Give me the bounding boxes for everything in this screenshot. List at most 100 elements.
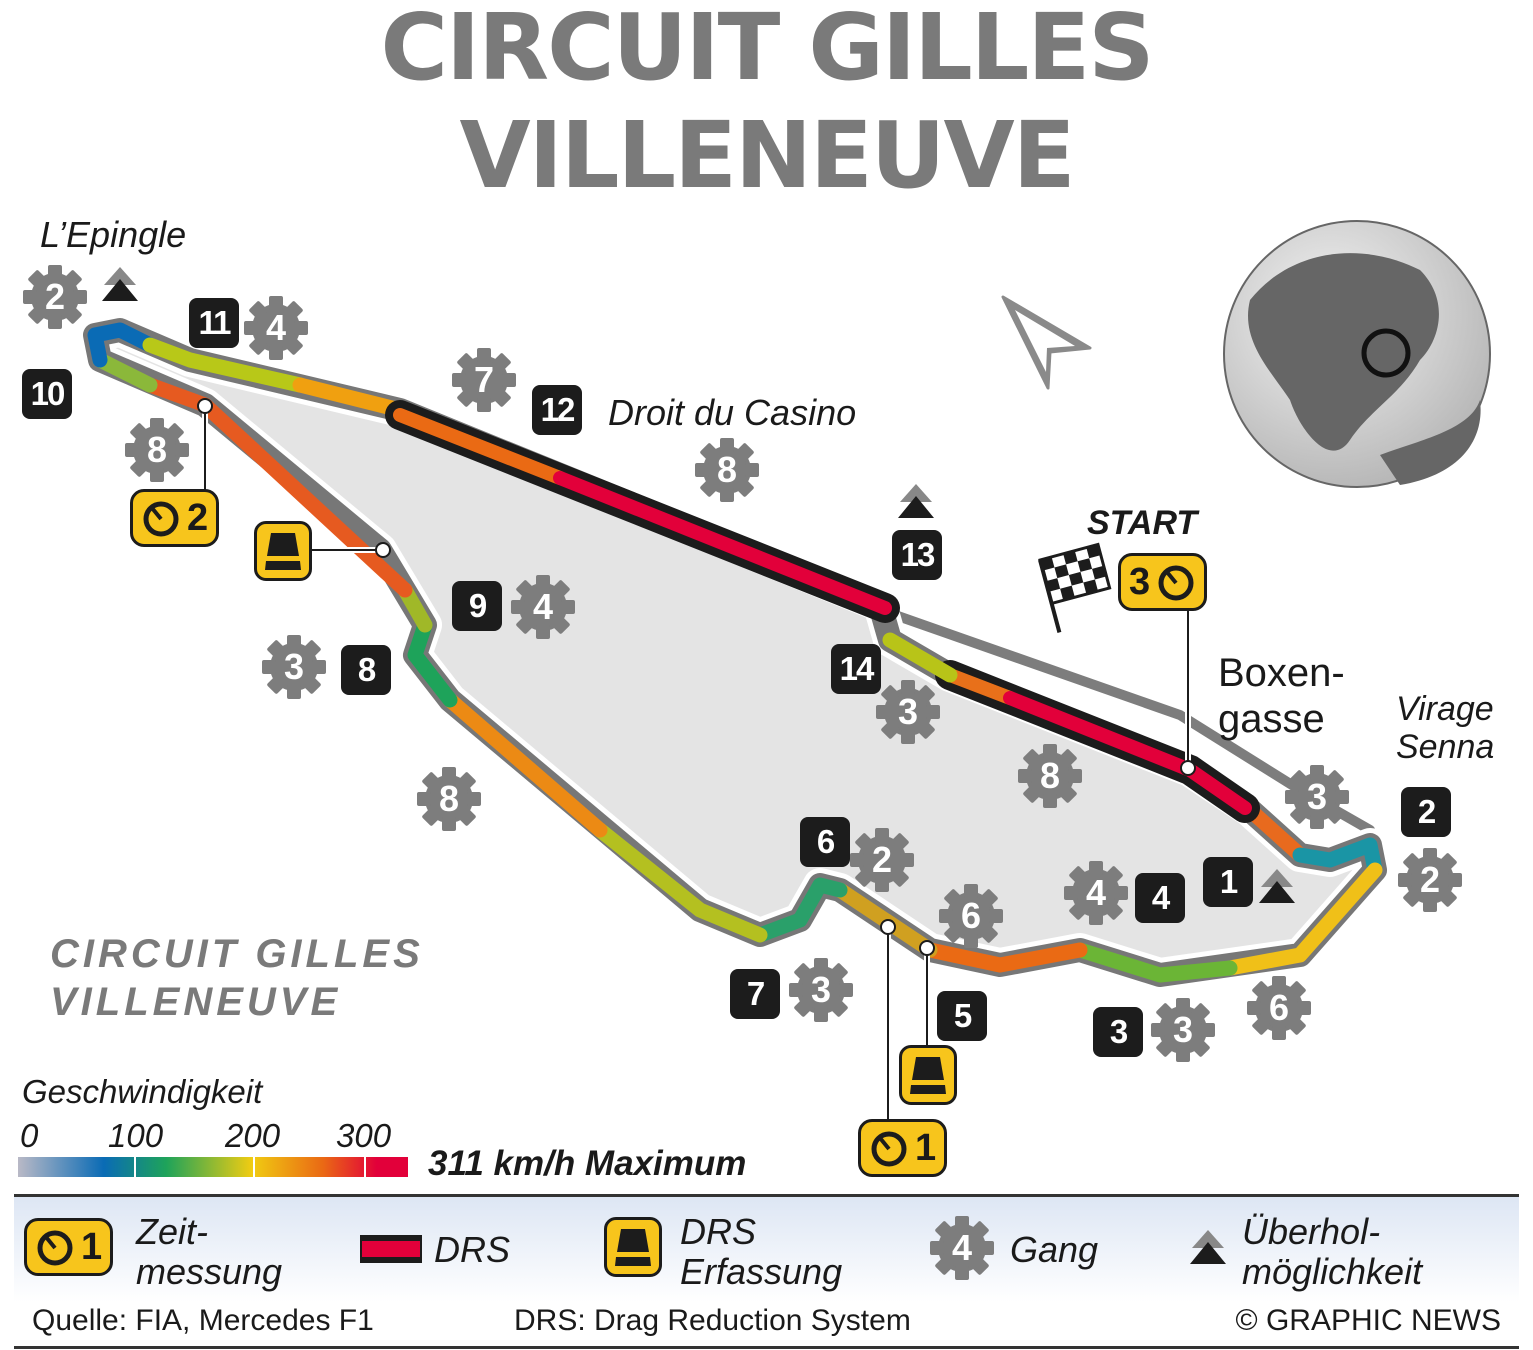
gear-icon: 2 — [1397, 847, 1463, 913]
timing-sector-2: 2 — [130, 489, 220, 547]
stopwatch-icon — [871, 1131, 907, 1167]
timing-sector-3: 3 — [1118, 553, 1208, 611]
north-arrow-icon — [1001, 295, 1092, 390]
turn-number: 13 — [892, 530, 942, 580]
gear-icon: 8 — [1017, 743, 1083, 809]
gear-icon: 4 — [243, 295, 309, 361]
gear-icon: 8 — [124, 417, 190, 483]
senna-label-1: Virage — [1396, 690, 1494, 728]
turn-number: 2 — [1401, 787, 1451, 837]
gear-icon: 4 — [510, 574, 576, 640]
gear-icon: 3 — [1284, 764, 1350, 830]
source-text: Quelle: FIA, Mercedes F1 — [32, 1304, 374, 1337]
speed-color-bar — [18, 1157, 408, 1177]
drs-detection-icon — [899, 1045, 957, 1105]
turn-number: 7 — [730, 969, 780, 1019]
legend-drs-icon — [360, 1235, 422, 1263]
timing-number: 2 — [187, 496, 209, 539]
gear-icon: 2 — [22, 264, 88, 330]
legend-drs-label: DRS — [434, 1229, 511, 1270]
gear-icon: 3 — [788, 957, 854, 1023]
gear-number: 8 — [716, 449, 738, 490]
timing-number: 1 — [915, 1126, 937, 1169]
legend-timing-l2: messung — [136, 1251, 283, 1292]
divider — [14, 1346, 1519, 1349]
gear-icon: 8 — [694, 437, 760, 503]
turn-number: 4 — [1135, 873, 1185, 923]
stopwatch-icon — [37, 1230, 73, 1266]
senna-label-2: Senna — [1396, 728, 1495, 766]
gear-number: 6 — [960, 895, 982, 936]
drs-detection-icon — [254, 521, 312, 581]
legend-timing-number: 1 — [81, 1225, 103, 1268]
gear-number: 4 — [1085, 872, 1107, 913]
subtitle-2: VILLENEUVE — [50, 980, 342, 1024]
gear-number: 3 — [897, 691, 919, 732]
gear-number: 3 — [1306, 776, 1328, 817]
gear-icon: 8 — [416, 766, 482, 832]
legend — [14, 1194, 1519, 1302]
credit: © GRAPHIC NEWS — [1235, 1304, 1501, 1337]
stopwatch-icon — [143, 501, 179, 537]
gear-number: 3 — [283, 646, 305, 687]
overtaking-icon — [1259, 869, 1295, 903]
stopwatch-icon — [1158, 565, 1194, 601]
gear-number: 7 — [473, 359, 495, 400]
overtaking-icon — [898, 484, 934, 518]
turn-number: 10 — [22, 369, 72, 419]
gear-number: 8 — [146, 429, 168, 470]
legend-timing-l1: Zeit- — [136, 1211, 208, 1252]
turn-number: 1 — [1203, 857, 1253, 907]
drs-note: DRS: Drag Reduction System — [514, 1304, 911, 1337]
turn-number: 6 — [800, 817, 850, 867]
gear-icon: 6 — [938, 883, 1004, 949]
marker-lines — [197, 398, 1196, 1120]
gear-number: 3 — [1172, 1009, 1194, 1050]
legend-drs-detection-icon — [604, 1217, 662, 1277]
subtitle-1: CIRCUIT GILLES — [50, 932, 424, 976]
infield — [110, 345, 1370, 975]
gear-number: 4 — [532, 586, 554, 627]
legend-timing-icon: 1 — [24, 1218, 114, 1276]
timing-number: 3 — [1129, 560, 1151, 603]
checkered-flag-icon — [1038, 542, 1112, 633]
turn-number: 3 — [1093, 1007, 1143, 1057]
speed-tick: 100 — [108, 1117, 164, 1154]
start-label: START — [1087, 504, 1198, 542]
gear-number: 2 — [871, 839, 893, 880]
turn-number: 8 — [341, 645, 391, 695]
gear-number: 8 — [438, 778, 460, 819]
legend-over-l2: möglichkeit — [1242, 1251, 1423, 1292]
speed-tick: 0 — [20, 1117, 39, 1154]
gear-icon: 4 — [1063, 860, 1129, 926]
legend-timing-label: Zeit-messung — [136, 1212, 282, 1292]
turn-number: 12 — [532, 385, 582, 435]
pit-lane-label-2: gasse — [1218, 697, 1325, 741]
pit-lane-label: Boxen-gasse — [1218, 650, 1345, 742]
max-speed: 311 km/h Maximum — [428, 1144, 747, 1183]
gear-number: 4 — [265, 307, 287, 348]
gear-icon: 2 — [849, 827, 915, 893]
turn-number: 9 — [452, 581, 502, 631]
gear-icon: 3 — [875, 679, 941, 745]
corner-label-casino: Droit du Casino — [608, 392, 857, 433]
gear-number: 2 — [1419, 859, 1441, 900]
legend-gear-icon: 4 — [929, 1215, 995, 1281]
overtaking-icon — [102, 267, 138, 301]
speed-scale-title: Geschwindigkeit — [22, 1073, 263, 1110]
legend-overtaking-icon — [1190, 1230, 1226, 1264]
gear-number: 2 — [44, 276, 66, 317]
legend-drsd-l1: DRS — [680, 1211, 757, 1252]
timing-sector-1: 1 — [858, 1119, 948, 1177]
gear-icon: 3 — [261, 634, 327, 700]
turn-number: 14 — [831, 644, 881, 694]
legend-overtaking-label: Überhol-möglichkeit — [1242, 1212, 1422, 1292]
legend-drsd-l2: Erfassung — [680, 1251, 843, 1292]
title-line-2: VILLENEUVE — [459, 102, 1075, 209]
speed-tick: 300 — [336, 1117, 392, 1154]
gear-icon: 6 — [1246, 975, 1312, 1041]
legend-gear-label: Gang — [1010, 1229, 1099, 1270]
